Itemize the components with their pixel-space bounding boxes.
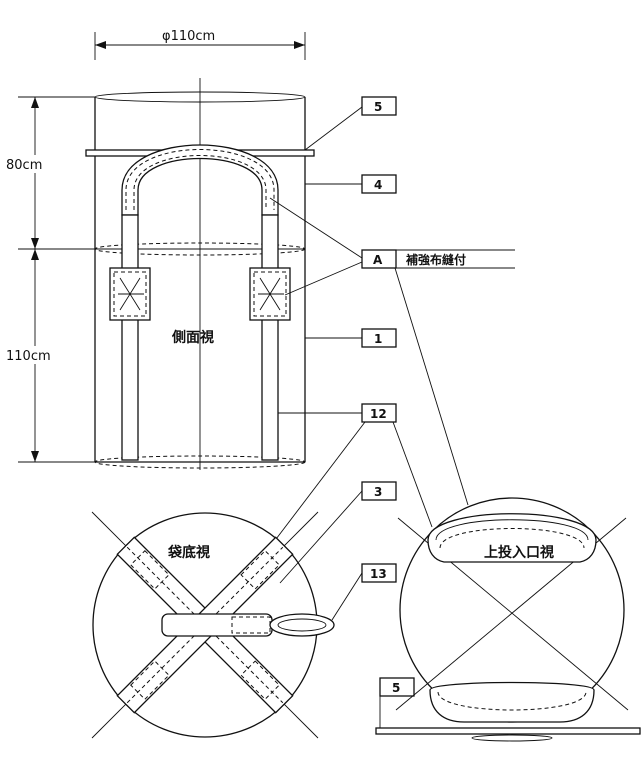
callout-a: A	[373, 253, 383, 267]
callout-1: 1	[374, 332, 382, 346]
top-view-label: 上投入口視	[484, 544, 554, 561]
callout-5-top: 5	[374, 100, 382, 114]
side-view-label: 側面視	[171, 329, 214, 346]
callout-4: 4	[374, 178, 382, 192]
callout-12: 12	[370, 407, 387, 421]
bottom-view-label: 袋底視	[167, 544, 210, 561]
bottom-loop-outline	[429, 681, 595, 723]
upper-height-label: 80cm	[6, 158, 42, 173]
right-strap	[261, 214, 279, 461]
diameter-label: φ110cm	[162, 29, 215, 44]
side-view: φ110cm 80cm 110cm	[4, 29, 315, 470]
callouts: 5 4 A 補強布縫付 1 12 3 13 5	[269, 96, 515, 728]
callout-a-text: 補強布縫付	[405, 252, 466, 267]
left-strap	[121, 214, 139, 461]
top-view: 上投入口視	[375, 497, 641, 742]
callout-3: 3	[374, 485, 382, 499]
bottom-view: 袋底視	[91, 511, 335, 739]
lower-height-label: 110cm	[6, 349, 51, 364]
callout-5-bottom: 5	[392, 681, 400, 695]
spout-end-ellipse	[269, 613, 335, 637]
callout-13: 13	[370, 567, 387, 581]
top-loop-outline	[427, 513, 597, 563]
bottom-flange	[375, 727, 641, 735]
